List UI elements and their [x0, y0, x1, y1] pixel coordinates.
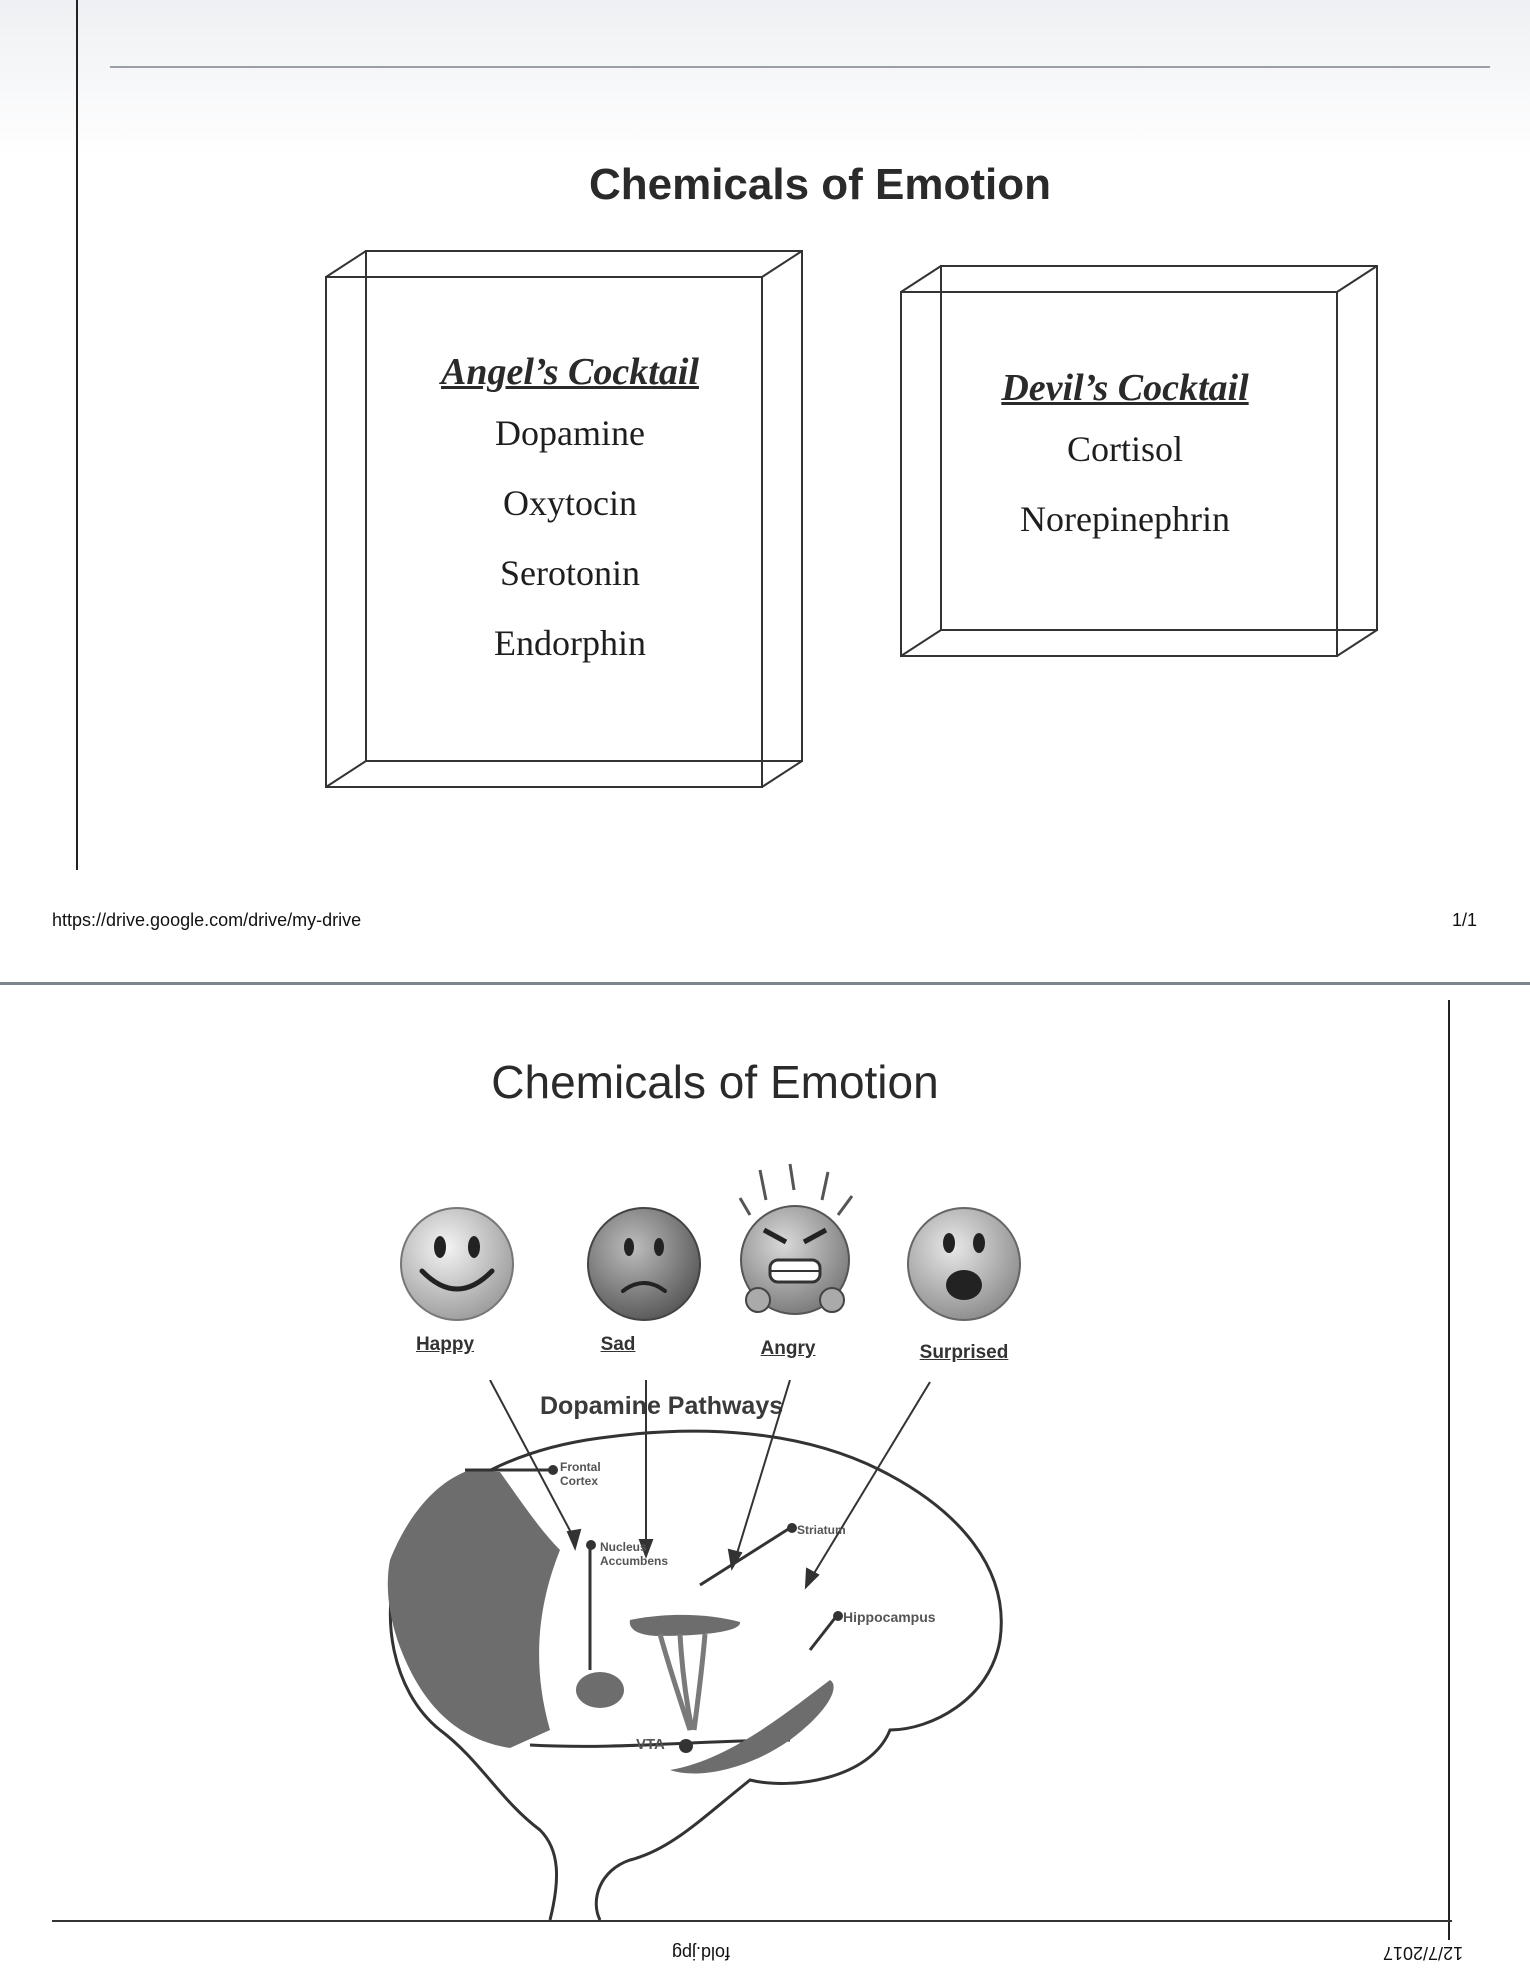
upside-footer-date: 12/7/2017 [1383, 1942, 1463, 1963]
angel-item-serotonin: Serotonin [500, 553, 640, 593]
upside-filename-text: fold.jpg [672, 1943, 731, 1963]
top-page-rule [110, 66, 1490, 68]
top-page-left-edge [76, 0, 78, 870]
angel-cocktail-panel: Angel’s Cocktail Dopamine Oxytocin Serot… [370, 350, 770, 664]
print-page-count: 1/1 [1452, 910, 1478, 930]
devil-cocktail-heading: Devil’s Cocktail [1001, 367, 1249, 409]
emotion-label-angry: Angry [760, 1338, 816, 1359]
bottom-page-top-rule [0, 982, 1530, 985]
bottom-page [0, 980, 1530, 1980]
devil-item-cortisol: Cortisol [1066, 429, 1183, 469]
angry-face-icon [738, 1163, 854, 1315]
label-striatum: Striatum [797, 1523, 846, 1537]
angel-item-oxytocin: Oxytocin [503, 483, 637, 523]
dopamine-pathways-title: Dopamine Pathways [540, 1392, 784, 1420]
emotion-label-sad: Sad [600, 1334, 636, 1355]
upside-footer-filename: fold.jpg [672, 1942, 730, 1963]
surprised-face-icon [907, 1207, 1021, 1321]
emotion-label-happy: Happy [415, 1334, 475, 1355]
upside-date-text: 12/7/2017 [1383, 1943, 1464, 1963]
bottom-page-right-edge [1448, 1000, 1450, 1940]
top-page [0, 0, 1530, 880]
angel-box-frame [325, 250, 803, 788]
label-hippocampus: Hippocampus [843, 1609, 936, 1625]
angel-item-dopamine: Dopamine [495, 413, 645, 453]
angel-item-endorphin: Endorphin [494, 623, 646, 663]
devil-box-frame [900, 265, 1378, 657]
brain-diagram [387, 1380, 1003, 1920]
label-vta: VTA [636, 1736, 665, 1753]
bottom-slide-title: Chemicals of Emotion [491, 1056, 939, 1108]
label-nucleus-accumbens: Nucleus Accumbens [600, 1540, 669, 1568]
angel-cocktail-heading: Angel’s Cocktail [441, 351, 699, 393]
devil-item-norepinephrin: Norepinephrin [1020, 499, 1230, 539]
happy-face-icon [400, 1207, 514, 1321]
emotion-label-surprised: Surprised [919, 1342, 1009, 1363]
devil-cocktail-panel: Devil’s Cocktail Cortisol Norepinephrin [925, 366, 1325, 540]
bottom-page-bottom-rule [52, 1920, 1452, 1922]
print-url: https://drive.google.com/drive/my-drive [52, 910, 362, 930]
label-frontal-cortex: Frontal Cortex [560, 1460, 601, 1488]
sad-face-icon [587, 1207, 701, 1321]
top-slide-title: Chemicals of Emotion [588, 160, 1052, 209]
